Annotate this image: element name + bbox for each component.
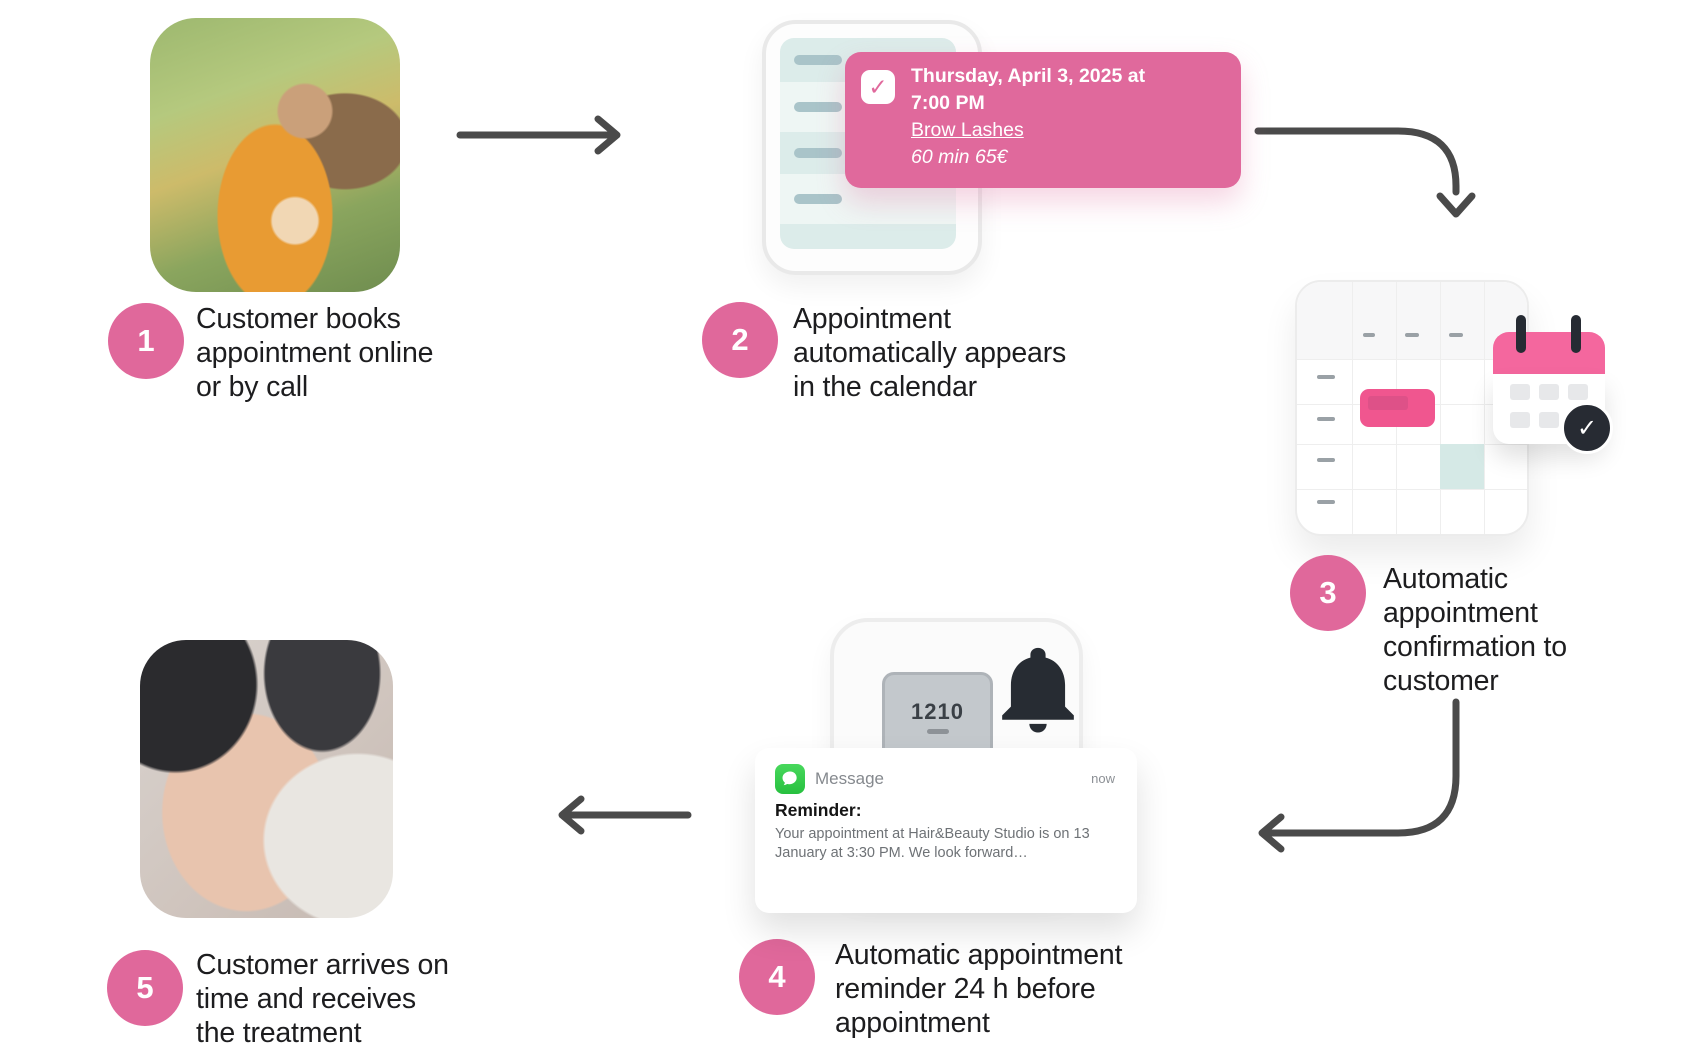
caption-line: in the calendar	[793, 371, 977, 403]
date-cell-placeholder	[1539, 412, 1559, 428]
message-timestamp: now	[1091, 771, 1115, 786]
day-label-placeholder	[1449, 333, 1463, 337]
clock-subtext-placeholder	[926, 729, 949, 734]
arrow-step1-to-step2	[456, 115, 621, 155]
day-label-placeholder	[1405, 333, 1419, 337]
reminder-message-card: Message now Reminder: Your appointment a…	[755, 748, 1137, 913]
row-text-placeholder	[794, 102, 842, 112]
clock-time: 1210	[911, 699, 964, 724]
row-text-placeholder	[794, 55, 842, 65]
grid-line	[1297, 359, 1527, 360]
reminder-heading: Reminder:	[775, 800, 862, 820]
time-label-placeholder	[1317, 500, 1335, 504]
row-text-placeholder	[794, 194, 842, 204]
checkbox-check-icon: ✓	[861, 70, 895, 104]
time-label-placeholder	[1317, 458, 1335, 462]
chat-bubble-glyph	[782, 771, 797, 786]
check-glyph: ✓	[1576, 414, 1598, 442]
step-number: 5	[136, 970, 154, 1005]
step-badge-5: 5	[107, 950, 183, 1026]
time-label-placeholder	[1317, 375, 1335, 379]
booking-service-link[interactable]: Brow Lashes	[911, 119, 1024, 141]
mini-calendar-header	[1493, 332, 1605, 374]
grid-line	[1297, 489, 1527, 490]
grid-line	[1352, 282, 1353, 534]
arrow-step4-to-step5	[558, 795, 692, 835]
booking-date-line1: Thursday, April 3, 2025 at	[911, 65, 1146, 87]
booked-event-block	[1360, 389, 1435, 427]
calendar-ring-icon	[1516, 315, 1526, 353]
step-caption-3: Automatic appointment confirmation to cu…	[1383, 562, 1567, 698]
caption-line: Automatic	[1383, 563, 1508, 595]
caption-line: appointment online	[196, 337, 434, 369]
step-badge-1: 1	[108, 303, 184, 379]
caption-line: appointment	[835, 1007, 990, 1039]
message-app-icon	[775, 764, 805, 794]
row-text-placeholder	[794, 148, 842, 158]
caption-line: Customer arrives on	[196, 949, 449, 981]
arrow-step3-to-step4	[1258, 698, 1460, 853]
photo-treatment	[140, 640, 393, 918]
step-badge-4: 4	[739, 939, 815, 1015]
caption-line: appointment	[1383, 597, 1538, 629]
caption-line: or by call	[196, 371, 309, 403]
date-cell-placeholder	[1510, 412, 1530, 428]
calendar-grid-illustration	[1295, 280, 1529, 536]
step-badge-3: 3	[1290, 555, 1366, 631]
caption-line: confirmation to	[1383, 631, 1567, 663]
date-cell-placeholder	[1510, 384, 1530, 400]
list-row	[780, 224, 956, 249]
caption-line: the treatment	[196, 1017, 362, 1049]
booking-notification-card: ✓ Thursday, April 3, 2025 at 7:00 PM Bro…	[845, 52, 1241, 188]
booking-date-line2: 7:00 PM	[911, 92, 985, 114]
caption-line: reminder 24 h before	[835, 973, 1096, 1005]
calendar-header-row	[1297, 282, 1527, 359]
message-app-label: Message	[815, 769, 884, 788]
bell-icon	[1002, 647, 1074, 733]
step-caption-5: Customer arrives on time and receives th…	[196, 948, 449, 1050]
date-cell-placeholder	[1568, 384, 1588, 400]
caption-line: Customer books	[196, 303, 401, 335]
step-caption-4: Automatic appointment reminder 24 h befo…	[835, 938, 1123, 1040]
photo-customer-booking	[150, 18, 400, 292]
time-label-placeholder	[1317, 417, 1335, 421]
step-caption-2: Appointment automatically appears in the…	[793, 302, 1066, 404]
highlighted-free-slot	[1440, 444, 1484, 489]
step-number: 2	[731, 322, 749, 357]
grid-line	[1440, 282, 1441, 534]
verified-check-icon: ✓	[1561, 402, 1613, 454]
reminder-body-line: January at 3:30 PM. We look forward…	[775, 845, 1028, 861]
caption-line: Appointment	[793, 303, 951, 335]
caption-line: Automatic appointment	[835, 939, 1123, 971]
grid-line	[1484, 282, 1485, 534]
check-glyph: ✓	[868, 73, 888, 100]
caption-line: automatically appears	[793, 337, 1067, 369]
event-text-placeholder	[1368, 396, 1408, 410]
caption-line: customer	[1383, 665, 1499, 697]
step-badge-2: 2	[702, 302, 778, 378]
step-number: 1	[137, 323, 155, 358]
grid-line	[1297, 444, 1527, 445]
calendar-ring-icon	[1571, 315, 1581, 353]
caption-line: time and receives	[196, 983, 416, 1015]
step-number: 3	[1319, 575, 1337, 610]
date-cell-placeholder	[1539, 384, 1559, 400]
reminder-body: Your appointment at Hair&Beauty Studio i…	[775, 825, 1110, 863]
step-number: 4	[768, 959, 786, 994]
day-label-placeholder	[1363, 333, 1375, 337]
step-caption-1: Customer books appointment online or by …	[196, 302, 433, 404]
reminder-body-line: Your appointment at Hair&Beauty Studio i…	[775, 826, 1090, 842]
booking-duration-price: 60 min 65€	[911, 146, 1008, 168]
arrow-step2-to-step3	[1254, 127, 1476, 218]
